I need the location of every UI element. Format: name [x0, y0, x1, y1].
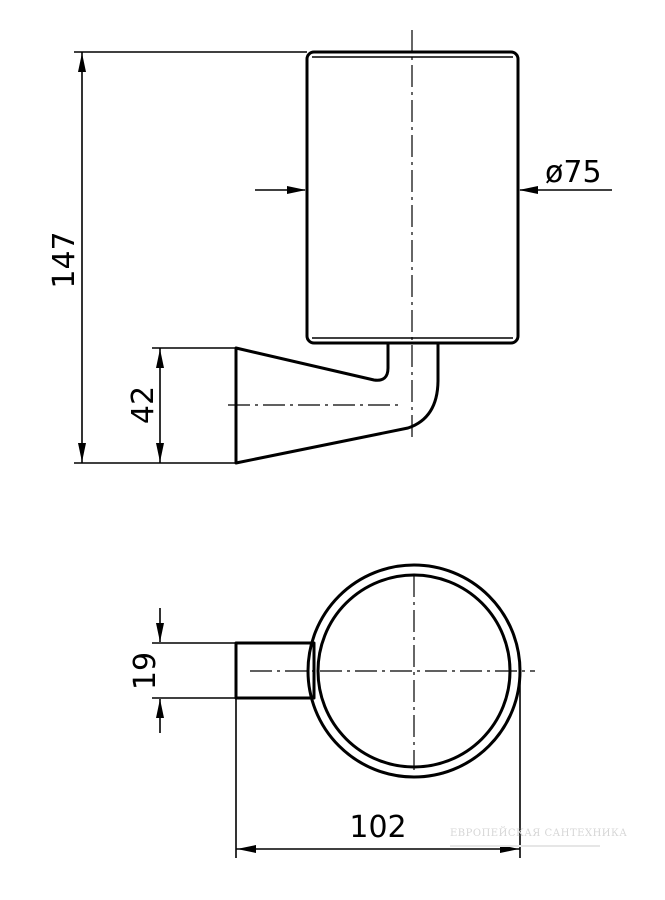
- dim-75-label: ø75: [545, 155, 602, 190]
- dim-102-arrow-left: [237, 845, 256, 853]
- watermark: ЕВРОПЕЙСКАЯ САНТЕХНИКА: [450, 827, 627, 847]
- dim-147-label: 147: [47, 231, 82, 288]
- dim-42-label: 42: [126, 386, 161, 424]
- dim-42-arrow-top: [156, 349, 164, 368]
- dim-147-arrow-top: [78, 53, 86, 72]
- dim-147-arrow-bottom: [78, 443, 86, 462]
- dim-42-arrow-bottom: [156, 443, 164, 462]
- side-view: 147 42 ø75: [47, 30, 612, 465]
- dim-75-arrow-left: [287, 186, 306, 194]
- watermark-title: ЕВРОПЕЙСКАЯ САНТЕХНИКА: [450, 827, 627, 839]
- dim-19-label: 19: [128, 652, 163, 690]
- dim-102-label: 102: [349, 810, 406, 845]
- dim-19-arrow-bottom: [156, 699, 164, 718]
- dim-75-arrow-right: [519, 186, 538, 194]
- dim-19-arrow-top: [156, 623, 164, 642]
- top-view: 19 102: [128, 563, 535, 858]
- wall-mount-cone: [234, 341, 440, 465]
